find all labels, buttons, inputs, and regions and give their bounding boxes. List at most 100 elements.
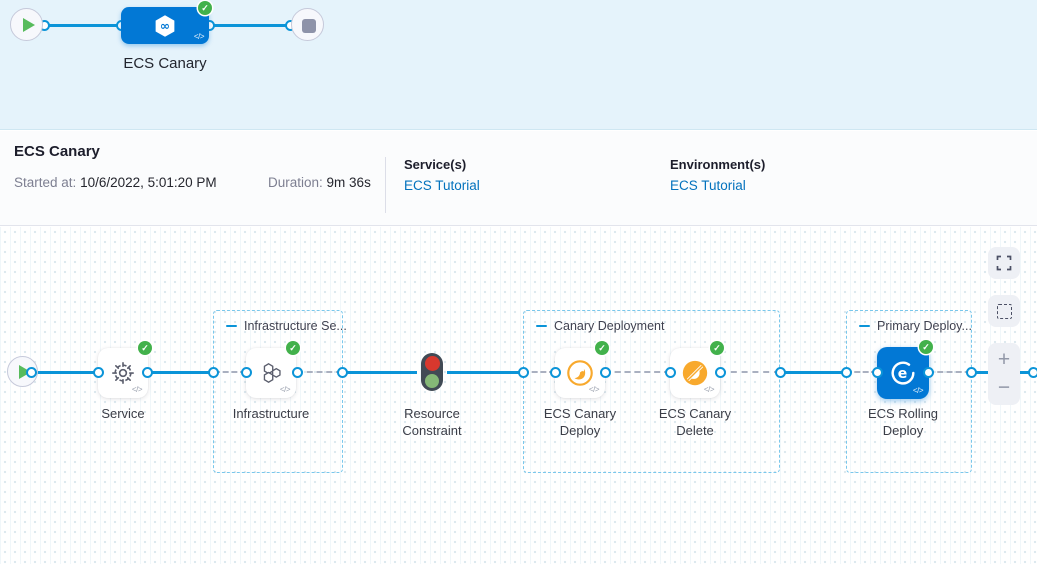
services-label: Service(s) bbox=[404, 157, 467, 172]
edge-dashed bbox=[214, 371, 246, 373]
code-icon: </> bbox=[912, 386, 924, 395]
started-at-value: 10/6/2022, 5:01:20 PM bbox=[80, 175, 217, 190]
step-label-service: Service bbox=[101, 406, 145, 421]
step-label-resource-constraint: Resource Constraint bbox=[402, 406, 462, 438]
gear-icon bbox=[112, 362, 134, 384]
fullscreen-button[interactable] bbox=[988, 247, 1020, 279]
fullscreen-icon bbox=[996, 255, 1012, 271]
connector-dot bbox=[549, 366, 561, 378]
step-label-ecs-canary-deploy: ECS Canary Deploy bbox=[543, 406, 617, 438]
connector-dot bbox=[1027, 366, 1037, 378]
edge bbox=[447, 371, 523, 374]
step-label-ecs-canary-delete: ECS Canary Delete bbox=[658, 406, 732, 438]
canary-delete-icon bbox=[682, 360, 708, 386]
stage-group-primary-deployment: Primary Deploy... bbox=[846, 310, 972, 473]
code-icon: </> bbox=[131, 385, 143, 394]
edge bbox=[147, 371, 214, 374]
success-badge bbox=[198, 1, 212, 15]
hexagons-icon bbox=[263, 363, 281, 383]
red-light bbox=[424, 356, 440, 371]
duration: Duration: 9m 36s bbox=[268, 175, 371, 190]
connector-dot bbox=[517, 366, 529, 378]
group-header-primary-deployment[interactable]: Primary Deploy... bbox=[859, 319, 972, 333]
success-badge bbox=[595, 341, 609, 355]
connector-dot bbox=[714, 366, 726, 378]
edge bbox=[26, 371, 98, 374]
edge bbox=[342, 371, 417, 374]
execution-summary-bar: ECS Canary Started at: 10/6/2022, 5:01:2… bbox=[0, 131, 1037, 226]
marquee-select-icon bbox=[996, 303, 1012, 319]
pipeline-title: ECS Canary bbox=[14, 143, 100, 160]
pipeline-end-node bbox=[291, 8, 324, 41]
code-icon: </> bbox=[279, 385, 291, 394]
code-icon: </> bbox=[193, 32, 205, 41]
svg-text:e: e bbox=[898, 366, 908, 382]
environments-label: Environment(s) bbox=[670, 157, 766, 172]
collapse-icon[interactable] bbox=[536, 324, 547, 327]
zoom-in-button[interactable]: + bbox=[997, 348, 1011, 371]
connector-dot bbox=[922, 366, 934, 378]
services-link[interactable]: ECS Tutorial bbox=[404, 178, 480, 193]
ecs-icon: e bbox=[891, 361, 915, 385]
connector-dot bbox=[336, 366, 348, 378]
environments-column: Environment(s) ECS Tutorial bbox=[670, 157, 765, 193]
edge-dashed bbox=[297, 371, 342, 373]
started-at: Started at: 10/6/2022, 5:01:20 PM bbox=[14, 175, 217, 190]
canary-icon bbox=[567, 360, 593, 386]
pipeline-node-ecs-canary[interactable]: ∞ </> bbox=[121, 1, 212, 44]
code-icon: </> bbox=[703, 385, 715, 394]
success-badge bbox=[286, 341, 300, 355]
services-column: Service(s) ECS Tutorial bbox=[404, 157, 480, 193]
step-service[interactable]: </> bbox=[98, 341, 152, 398]
pipeline-start-node bbox=[10, 8, 43, 41]
zoom-controls: + − bbox=[988, 343, 1020, 405]
edge bbox=[42, 24, 121, 27]
success-badge bbox=[919, 340, 933, 354]
connector-dot bbox=[207, 366, 219, 378]
connector-dot bbox=[965, 366, 977, 378]
edge-dashed bbox=[605, 371, 670, 373]
stage-group-canary-deployment: Canary Deployment bbox=[523, 310, 780, 473]
step-label-infrastructure: Infrastructure bbox=[232, 406, 310, 421]
connector-dot bbox=[871, 366, 883, 378]
edge-dashed bbox=[846, 371, 877, 373]
zoom-out-button[interactable]: − bbox=[997, 376, 1011, 399]
duration-label: Duration: bbox=[268, 175, 323, 190]
step-infrastructure[interactable]: </> bbox=[246, 341, 300, 398]
stop-icon bbox=[301, 18, 316, 33]
edge-dashed bbox=[720, 371, 780, 373]
success-badge bbox=[138, 341, 152, 355]
marquee-select-button[interactable] bbox=[988, 295, 1020, 327]
traffic-light-icon[interactable] bbox=[421, 353, 443, 391]
stage-group-infrastructure: Infrastructure Se... bbox=[213, 310, 347, 473]
connector-dot bbox=[92, 366, 104, 378]
pipeline-node-label: ECS Canary bbox=[123, 55, 207, 72]
connector-dot bbox=[664, 366, 676, 378]
step-ecs-canary-deploy[interactable]: </> bbox=[555, 341, 609, 398]
connector-dot bbox=[141, 366, 153, 378]
group-header-canary-deployment[interactable]: Canary Deployment bbox=[536, 319, 664, 333]
svg-text:∞: ∞ bbox=[160, 19, 170, 33]
group-header-infrastructure[interactable]: Infrastructure Se... bbox=[226, 319, 347, 333]
connector-dot bbox=[291, 366, 303, 378]
connector-dot bbox=[774, 366, 786, 378]
collapse-icon[interactable] bbox=[859, 324, 870, 327]
step-label-ecs-rolling-deploy: ECS Rolling Deploy bbox=[867, 406, 939, 438]
connector-dot bbox=[25, 366, 37, 378]
green-light bbox=[425, 374, 439, 388]
collapse-icon[interactable] bbox=[226, 324, 237, 327]
environments-link[interactable]: ECS Tutorial bbox=[670, 178, 746, 193]
execution-graph-canvas[interactable]: Infrastructure Se... Canary Deployment P… bbox=[0, 227, 1037, 564]
step-ecs-rolling-deploy[interactable]: e </> bbox=[877, 340, 933, 399]
edge bbox=[780, 371, 846, 374]
step-ecs-canary-delete[interactable]: </> bbox=[670, 341, 724, 398]
play-icon bbox=[23, 18, 35, 32]
group-label: Primary Deploy... bbox=[877, 319, 972, 333]
group-label: Canary Deployment bbox=[554, 319, 665, 333]
harness-pipeline-icon: ∞ bbox=[155, 14, 175, 37]
connector-dot bbox=[840, 366, 852, 378]
started-at-label: Started at: bbox=[14, 175, 77, 190]
pipeline-minimap: ∞ </> ECS Canary bbox=[0, 0, 1037, 130]
duration-value: 9m 36s bbox=[326, 175, 371, 190]
